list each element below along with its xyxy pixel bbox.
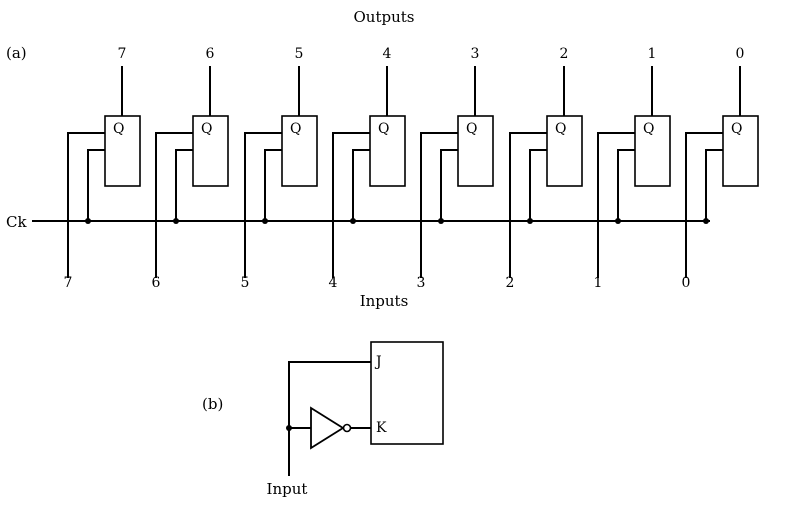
q-output-label: Q — [113, 121, 124, 137]
data-input-wire — [67, 132, 105, 278]
q-output-label: Q — [731, 121, 742, 137]
q-output-label: Q — [555, 121, 566, 137]
data-input-wire — [155, 132, 193, 278]
input-bit-label: 7 — [64, 275, 73, 291]
clock-label: Ck — [6, 213, 27, 231]
clock-junction-dot — [262, 218, 268, 224]
input-junction-dot — [286, 425, 292, 431]
outputs-title: Outputs — [354, 8, 415, 26]
input-bit-label: 3 — [417, 275, 426, 291]
data-input-wire — [597, 132, 635, 278]
clock-junction-dot — [438, 218, 444, 224]
input-to-j-wire — [288, 361, 371, 476]
inverter-triangle — [310, 406, 345, 450]
output-bit-label: 6 — [206, 46, 215, 62]
flip-flop-box — [634, 115, 671, 187]
inputs-title: Inputs — [360, 292, 409, 310]
k-input-label: K — [376, 420, 387, 436]
input-label: Input — [267, 480, 308, 498]
q-output-label: Q — [643, 121, 654, 137]
data-input-wire — [685, 132, 723, 278]
clock-input-wire — [617, 149, 635, 221]
clock-junction-dot — [85, 218, 91, 224]
flip-flop-box — [281, 115, 318, 187]
input-bit-label: 6 — [152, 275, 161, 291]
part-b-label: (b) — [202, 395, 223, 413]
clock-input-wire — [175, 149, 193, 221]
q-output-label: Q — [378, 121, 389, 137]
clock-input-wire — [440, 149, 458, 221]
clock-junction-dot — [350, 218, 356, 224]
input-bit-label: 4 — [329, 275, 338, 291]
clock-input-wire — [87, 149, 105, 221]
data-input-wire — [332, 132, 370, 278]
clock-junction-dot — [527, 218, 533, 224]
output-bit-label: 1 — [648, 46, 657, 62]
q-output-label: Q — [290, 121, 301, 137]
output-bit-label: 7 — [118, 46, 127, 62]
inverter-bubble — [342, 423, 352, 433]
clock-junction-dot — [703, 218, 709, 224]
input-bit-label: 1 — [594, 275, 603, 291]
j-input-label: J — [374, 354, 382, 370]
clock-input-wire — [352, 149, 370, 221]
clock-input-wire — [264, 149, 282, 221]
flip-flop-box — [546, 115, 583, 187]
input-bit-label: 2 — [506, 275, 515, 291]
output-bit-label: 0 — [736, 46, 745, 62]
clock-junction-dot — [173, 218, 179, 224]
part-a-label: (a) — [6, 44, 27, 62]
output-bit-label: 4 — [383, 46, 392, 62]
data-input-wire — [244, 132, 282, 278]
clock-input-wire — [705, 149, 723, 221]
flip-flop-box — [722, 115, 759, 187]
q-output-label: Q — [201, 121, 212, 137]
input-bit-label: 5 — [241, 275, 250, 291]
output-bit-label: 2 — [560, 46, 569, 62]
jk-flip-flop-box — [370, 341, 444, 445]
data-input-wire — [420, 132, 458, 278]
output-bit-label: 5 — [295, 46, 304, 62]
input-bit-label: 0 — [682, 275, 691, 291]
clock-junction-dot — [615, 218, 621, 224]
data-input-wire — [509, 132, 547, 278]
output-bit-label: 3 — [471, 46, 480, 62]
flip-flop-box — [104, 115, 141, 187]
q-output-label: Q — [466, 121, 477, 137]
clock-input-wire — [529, 149, 547, 221]
